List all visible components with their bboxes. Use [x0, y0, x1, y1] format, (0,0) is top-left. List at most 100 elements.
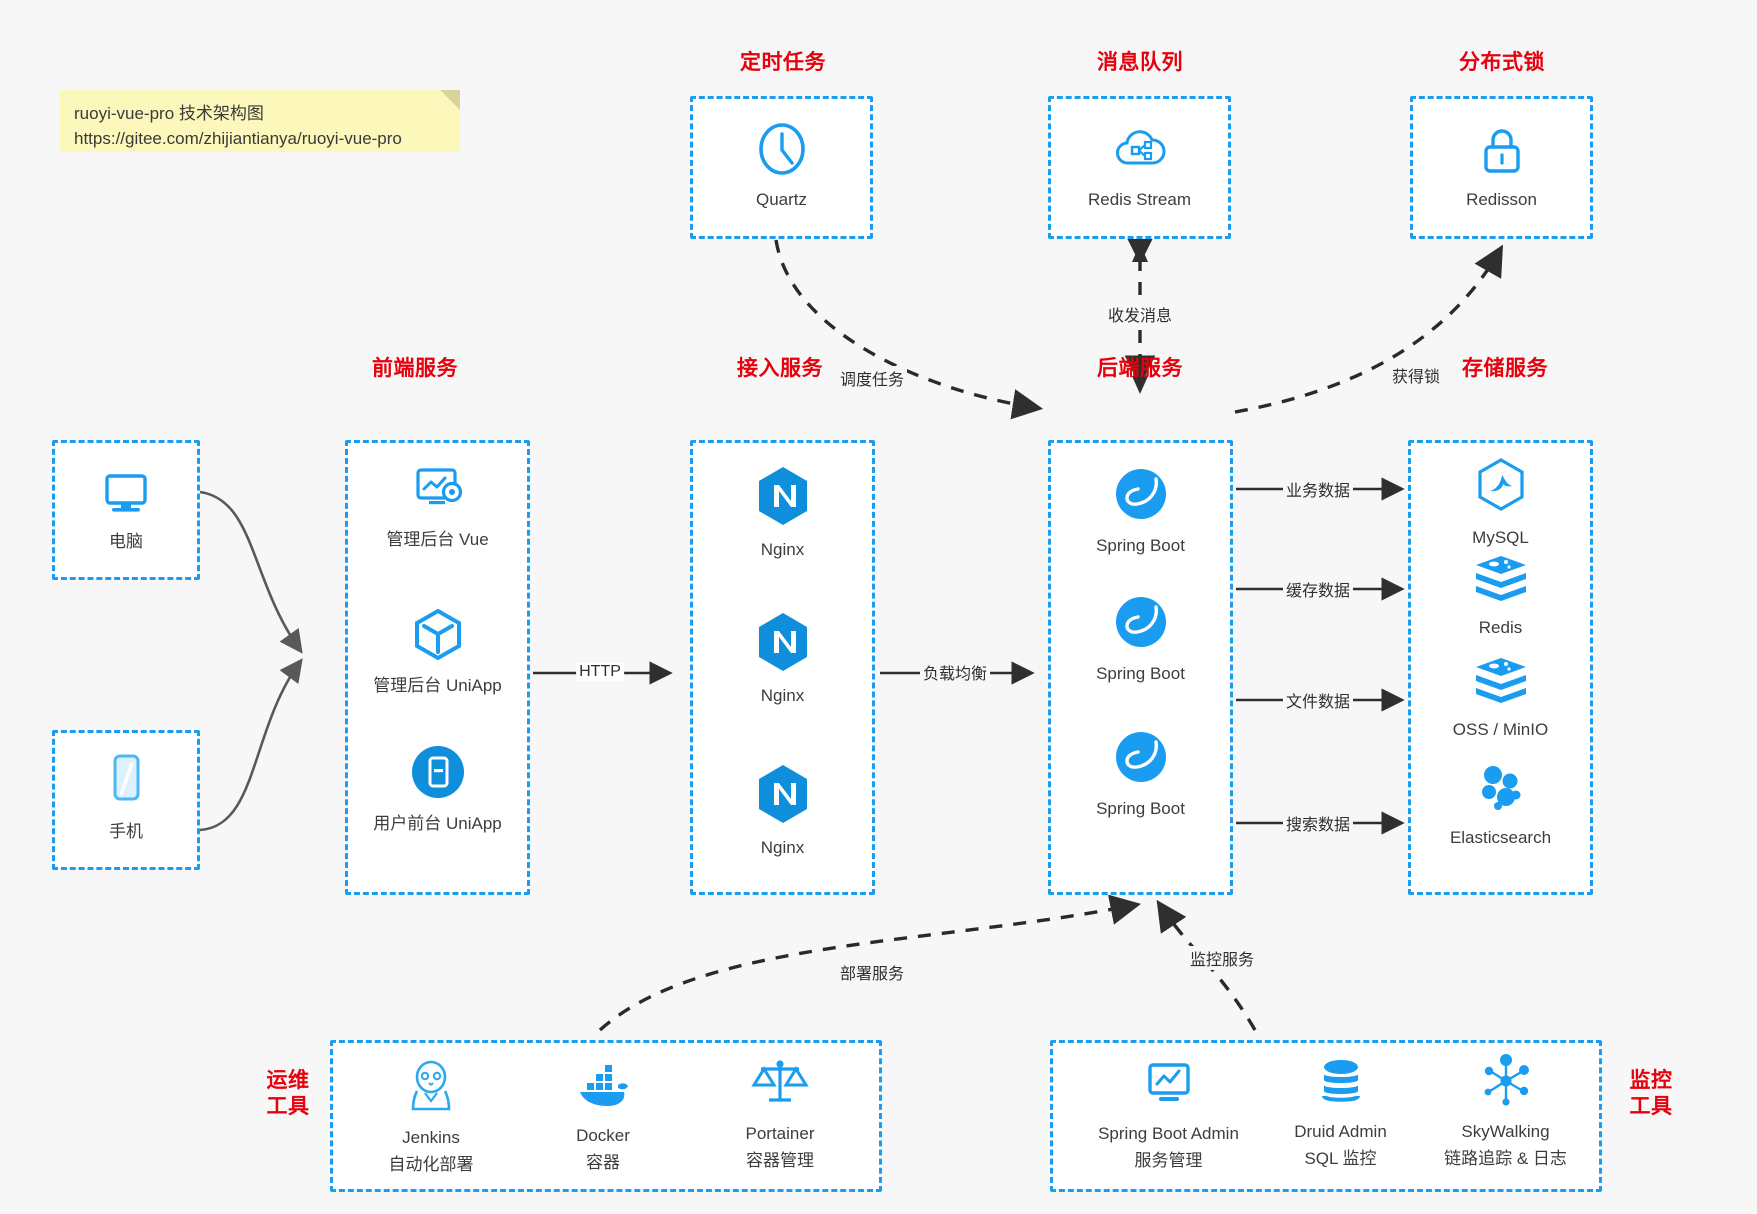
node-spring-boot-2[interactable]: Spring Boot [1051, 593, 1230, 686]
docker-icon [574, 1057, 632, 1118]
node-nginx-2[interactable]: Nginx [693, 611, 872, 708]
node-admin-vue[interactable]: 管理后台 Vue [348, 459, 527, 552]
node-label: Nginx [760, 838, 805, 857]
app-card-icon [409, 743, 467, 806]
skywalking-icon [1477, 1053, 1535, 1114]
node-portainer[interactable]: Portainer 容器管理 [695, 1053, 865, 1171]
caption-monitor-line1: 监控 [1629, 1069, 1673, 1092]
caption-gateway: 接入服务 [737, 357, 823, 380]
node-label: Spring Boot Admin [1098, 1124, 1239, 1143]
cloud-stream-icon [1112, 121, 1168, 182]
jenkins-icon [403, 1057, 459, 1120]
nginx-icon [755, 465, 811, 532]
cube-icon [409, 605, 467, 668]
node-admin-uniapp[interactable]: 管理后台 UniApp [348, 605, 527, 698]
node-skywalking[interactable]: SkyWalking 链路追踪 & 日志 [1408, 1053, 1603, 1169]
node-label: Druid Admin [1294, 1122, 1387, 1141]
node-label: OSS / MinIO [1452, 720, 1549, 739]
group-frontend: 管理后台 Vue 管理后台 UniApp 用户前台 UniApp [345, 440, 530, 895]
node-quartz[interactable]: Quartz [693, 121, 870, 212]
caption-backend: 后端服务 [1097, 357, 1183, 380]
edge-label-deploy-service: 部署服务 [836, 960, 908, 984]
node-label: MySQL [1472, 528, 1529, 547]
spring-icon [1112, 728, 1170, 791]
node-mysql[interactable]: MySQL [1411, 457, 1590, 550]
note-fold-icon [440, 90, 460, 110]
edge-label-schedule-task: 调度任务 [836, 366, 908, 390]
node-oss-minio[interactable]: OSS / MinIO [1411, 655, 1590, 742]
node-label: Redis Stream [1088, 190, 1191, 209]
redis-icon [1473, 553, 1529, 610]
node-label: Jenkins [402, 1128, 460, 1147]
database-icon [1313, 1055, 1369, 1114]
node-label: Nginx [760, 540, 805, 559]
group-client-desktop: 电脑 [52, 440, 200, 580]
node-druid-admin[interactable]: Druid Admin SQL 监控 [1253, 1055, 1428, 1169]
node-nginx-3[interactable]: Nginx [693, 763, 872, 860]
node-user-uniapp[interactable]: 用户前台 UniApp [348, 743, 527, 836]
node-label: Spring Boot [1096, 536, 1185, 555]
dashboard-gear-icon [409, 459, 467, 522]
group-mq: Redis Stream [1048, 96, 1231, 239]
mysql-icon [1474, 457, 1528, 520]
nginx-icon [755, 611, 811, 678]
node-jenkins[interactable]: Jenkins 自动化部署 [351, 1057, 511, 1175]
group-devops: Jenkins 自动化部署 Docker 容器 [330, 1040, 882, 1192]
node-redisson[interactable]: Redisson [1413, 121, 1590, 212]
node-label: 管理后台 UniApp [373, 676, 502, 695]
group-client-mobile: 手机 [52, 730, 200, 870]
node-label: Nginx [760, 686, 805, 705]
elasticsearch-icon [1473, 759, 1529, 820]
group-lock: Redisson [1410, 96, 1593, 239]
clock-icon [754, 121, 810, 182]
spring-icon [1112, 593, 1170, 656]
node-spring-boot-1[interactable]: Spring Boot [1051, 465, 1230, 558]
node-label: Redisson [1466, 190, 1537, 209]
edge-label-file-data: 文件数据 [1282, 688, 1354, 712]
caption-lock: 分布式锁 [1459, 51, 1545, 74]
node-label: Quartz [755, 190, 808, 209]
caption-devops-line1: 运维 [266, 1069, 310, 1092]
edge-label-monitor-service: 监控服务 [1186, 946, 1258, 970]
group-scheduler: Quartz [690, 96, 873, 239]
monitor-screen-icon [1141, 1057, 1197, 1116]
caption-scheduler: 定时任务 [740, 51, 826, 74]
mobile-icon [99, 751, 153, 814]
node-elasticsearch[interactable]: Elasticsearch [1411, 759, 1590, 850]
group-storage: MySQL Redis [1408, 440, 1593, 895]
lock-icon [1474, 121, 1530, 182]
nginx-icon [755, 763, 811, 830]
node-spring-boot-3[interactable]: Spring Boot [1051, 728, 1230, 821]
node-sublabel: 服务管理 [1134, 1150, 1203, 1170]
node-label: Docker [576, 1126, 630, 1145]
node-label: 电脑 [109, 532, 143, 551]
node-label: Spring Boot [1096, 799, 1185, 818]
node-mobile[interactable]: 手机 [55, 751, 197, 844]
node-label: 管理后台 Vue [386, 530, 489, 549]
node-sublabel: SQL 监控 [1304, 1148, 1377, 1168]
edge-label-acquire-lock: 获得锁 [1388, 363, 1444, 387]
node-redis-stream[interactable]: Redis Stream [1051, 121, 1228, 212]
node-sublabel: 容器管理 [746, 1150, 814, 1170]
group-backend: Spring Boot Spring Boot Spring Boot [1048, 440, 1233, 895]
caption-storage: 存储服务 [1462, 357, 1548, 380]
node-spring-boot-admin[interactable]: Spring Boot Admin 服务管理 [1061, 1057, 1276, 1171]
node-nginx-1[interactable]: Nginx [693, 465, 872, 562]
caption-monitor-line2: 工具 [1629, 1095, 1673, 1119]
note-title: ruoyi-vue-pro 技术架构图 [74, 104, 264, 123]
node-docker[interactable]: Docker 容器 [523, 1057, 683, 1173]
caption-frontend: 前端服务 [372, 357, 458, 380]
node-label: 用户前台 UniApp [373, 814, 502, 833]
edge-label-load-balance: 负载均衡 [919, 660, 991, 684]
diagram-note: ruoyi-vue-pro 技术架构图 https://gitee.com/zh… [60, 90, 460, 152]
node-redis[interactable]: Redis [1411, 553, 1590, 640]
scales-icon [751, 1053, 809, 1116]
caption-monitor: 监控 工具 [1620, 1068, 1682, 1121]
node-label: Elasticsearch [1449, 828, 1552, 847]
node-label: SkyWalking [1461, 1122, 1550, 1141]
edge-label-cache-data: 缓存数据 [1282, 577, 1354, 601]
group-gateway: Nginx Nginx Nginx [690, 440, 875, 895]
node-desktop[interactable]: 电脑 [55, 465, 197, 554]
node-sublabel: 链路追踪 & 日志 [1444, 1148, 1567, 1168]
